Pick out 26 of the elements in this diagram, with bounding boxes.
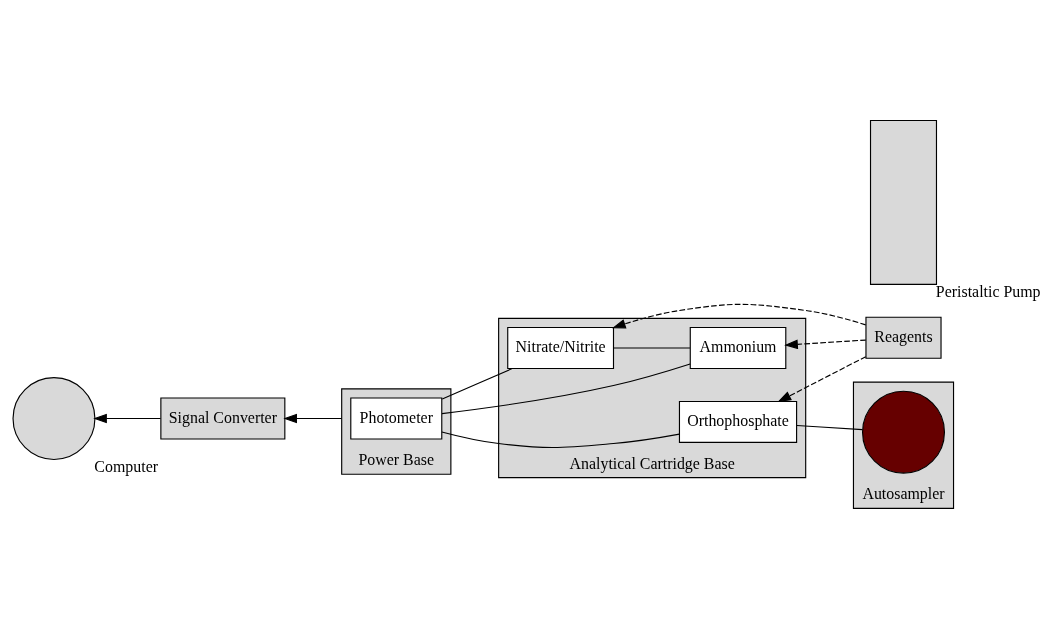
- node-box: Photometer: [350, 396, 443, 440]
- arrow: [283, 413, 343, 423]
- node-label: Peristaltic Pump: [935, 282, 1041, 300]
- node-label: Autosampler: [862, 484, 945, 502]
- connector: [441, 430, 680, 448]
- connector: [613, 346, 691, 349]
- node-label: Power Base: [358, 450, 435, 468]
- arrow: [612, 303, 867, 328]
- node-box: Orthophosphate: [678, 400, 798, 443]
- cluster: [852, 381, 955, 509]
- connector: [796, 424, 864, 430]
- node-box: Ammonium: [689, 326, 787, 369]
- connector: [441, 362, 691, 414]
- node-label: Computer: [94, 457, 158, 475]
- node-box: Reagents: [865, 316, 942, 359]
- node-box: [869, 119, 938, 285]
- node-label: Analytical Cartridge Base: [569, 454, 735, 472]
- node-box: Signal Converter: [160, 396, 286, 440]
- node-circle: [12, 376, 96, 460]
- node-circle: [862, 390, 945, 474]
- arrow: [784, 339, 867, 349]
- arrow: [93, 413, 162, 423]
- cluster: [341, 387, 452, 475]
- node-box: Nitrate/Nitrite: [507, 326, 615, 369]
- connector: [441, 367, 513, 400]
- arrow: [777, 355, 867, 402]
